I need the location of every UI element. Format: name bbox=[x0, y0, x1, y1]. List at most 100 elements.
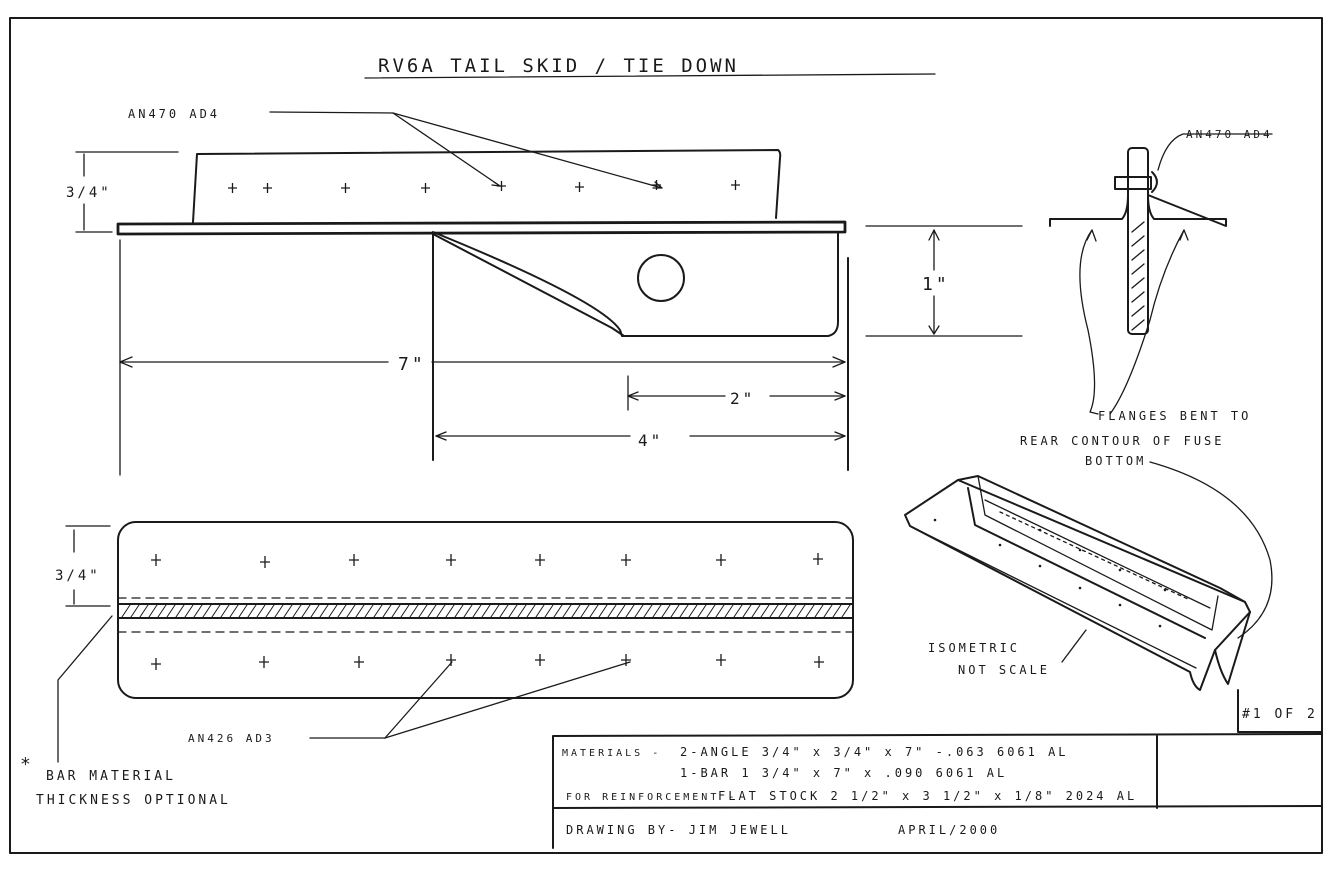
hatch-line bbox=[607, 604, 617, 618]
hatch-line bbox=[229, 604, 239, 618]
bar-hatching bbox=[121, 604, 851, 618]
materials-line1: 2-ANGLE 3/4" x 3/4" x 7" -.063 6061 AL bbox=[680, 745, 1069, 759]
hatch-line bbox=[445, 604, 455, 618]
dim-height-top: 3/4" bbox=[66, 185, 112, 201]
hatch-line bbox=[742, 604, 752, 618]
hatch-line bbox=[265, 604, 275, 618]
reinforcement-label: FOR REINFORCEMENT - bbox=[566, 792, 737, 803]
rivet-marks-plan bbox=[151, 553, 824, 670]
flanges-note-line3: BOTTOM bbox=[1085, 454, 1146, 468]
hatch-line bbox=[517, 604, 527, 618]
hatch-line bbox=[436, 604, 446, 618]
side-view: AN470 AD4 3/4" 1" 7" 2" 4 bbox=[66, 107, 1023, 476]
hatch-line bbox=[508, 604, 518, 618]
dim-total-length: 7" bbox=[398, 354, 426, 375]
hatch-line bbox=[499, 604, 509, 618]
isometric-note-line2: NOT SCALE bbox=[958, 663, 1050, 677]
isometric-view: ISOMETRIC NOT SCALE bbox=[904, 475, 1251, 691]
hatch-line bbox=[688, 604, 698, 618]
hatch-line bbox=[616, 604, 626, 618]
hatch-line bbox=[166, 604, 176, 618]
hatch-line bbox=[391, 604, 401, 618]
hatch-line bbox=[337, 604, 347, 618]
hatch-line bbox=[490, 604, 500, 618]
hatch-line bbox=[652, 604, 662, 618]
hatch-line bbox=[760, 604, 770, 618]
hatch-line bbox=[481, 604, 491, 618]
hatch-line bbox=[706, 604, 716, 618]
hatch-line bbox=[580, 604, 590, 618]
hatch-line bbox=[796, 604, 806, 618]
bar-note-asterisk: * bbox=[20, 754, 34, 775]
hatch-line bbox=[121, 604, 131, 618]
hatch-line bbox=[553, 604, 563, 618]
hatch-line bbox=[220, 604, 230, 618]
drawing-date: APRIL/2000 bbox=[898, 823, 1000, 837]
hatch-line bbox=[373, 604, 383, 618]
hatch-line bbox=[328, 604, 338, 618]
hatch-line bbox=[427, 604, 437, 618]
hatch-line bbox=[661, 604, 671, 618]
hatch-line bbox=[535, 604, 545, 618]
hatch-line bbox=[283, 604, 293, 618]
hatch-line bbox=[355, 604, 365, 618]
materials-label: MATERIALS - bbox=[562, 748, 661, 759]
dim-depth: 1" bbox=[922, 274, 950, 295]
hatch-line bbox=[139, 604, 149, 618]
isometric-note-line1: ISOMETRIC bbox=[928, 641, 1020, 655]
hatch-line bbox=[211, 604, 221, 618]
reinforcement-value: FLAT STOCK 2 1/2" x 3 1/2" x 1/8" 2024 A… bbox=[718, 789, 1137, 803]
hatch-line bbox=[562, 604, 572, 618]
hatch-line bbox=[454, 604, 464, 618]
hatch-line bbox=[670, 604, 680, 618]
dim-height-bottom: 3/4" bbox=[55, 568, 101, 584]
sheet-number: #1 OF 2 bbox=[1242, 707, 1318, 722]
hatch-line bbox=[292, 604, 302, 618]
hatch-line bbox=[805, 604, 815, 618]
rivet-label-an470-top: AN470 AD4 bbox=[128, 107, 220, 121]
rivet-marks-iso bbox=[933, 518, 1167, 628]
hatch-line bbox=[589, 604, 599, 618]
hatch-line bbox=[598, 604, 608, 618]
hatch-line bbox=[778, 604, 788, 618]
hatch-line bbox=[751, 604, 761, 618]
hatch-line bbox=[274, 604, 284, 618]
hatch-line bbox=[697, 604, 707, 618]
hatch-line bbox=[418, 604, 428, 618]
flanges-note-line2: REAR CONTOUR OF FUSE bbox=[1020, 434, 1225, 448]
hatch-line bbox=[256, 604, 266, 618]
hatch-line bbox=[787, 604, 797, 618]
bar-note-line1: BAR MATERIAL bbox=[46, 769, 176, 784]
hatch-line bbox=[310, 604, 320, 618]
end-view: AN470 AD4 FLANGES BENT TO REAR CONTOUR O… bbox=[1020, 128, 1273, 639]
hatch-line bbox=[472, 604, 482, 618]
hatch-line bbox=[382, 604, 392, 618]
hatch-line bbox=[301, 604, 311, 618]
hatch-line bbox=[679, 604, 689, 618]
hatch-line bbox=[571, 604, 581, 618]
hatch-line bbox=[724, 604, 734, 618]
hatch-line bbox=[643, 604, 653, 618]
hatch-line bbox=[769, 604, 779, 618]
materials-line2: 1-BAR 1 3/4" x 7" x .090 6061 AL bbox=[680, 766, 1007, 780]
hatch-line bbox=[193, 604, 203, 618]
rivet-label-an426: AN426 AD3 bbox=[188, 732, 275, 745]
hatch-line bbox=[184, 604, 194, 618]
hatch-line bbox=[364, 604, 374, 618]
plan-view: 3/4" AN426 AD3 * BAR MATERIAL THICKNESS … bbox=[20, 521, 854, 808]
drawing-border bbox=[9, 17, 1323, 854]
hatch-line bbox=[733, 604, 743, 618]
hatch-line bbox=[526, 604, 536, 618]
bar-note-line2: THICKNESS OPTIONAL bbox=[36, 793, 231, 808]
hatch-line bbox=[544, 604, 554, 618]
hatch-line bbox=[625, 604, 635, 618]
hatch-line bbox=[841, 604, 851, 618]
hatch-line bbox=[832, 604, 842, 618]
hatch-line bbox=[202, 604, 212, 618]
hatch-line bbox=[400, 604, 410, 618]
hatch-line bbox=[319, 604, 329, 618]
hatch-line bbox=[238, 604, 248, 618]
flanges-note-line1: FLANGES BENT TO bbox=[1098, 409, 1251, 423]
hatch-line bbox=[346, 604, 356, 618]
